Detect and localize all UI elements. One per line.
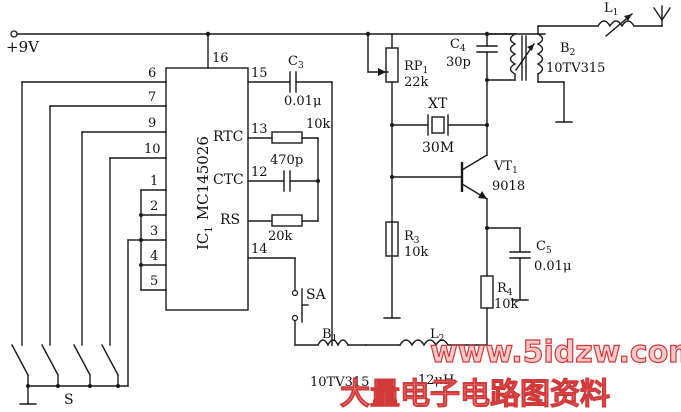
r3-label: R3 (404, 229, 420, 246)
sa-label: SA (306, 287, 327, 303)
pin-9: 9 (148, 116, 156, 131)
b1-label: B1 (322, 327, 337, 344)
l2-label: L2 (430, 327, 444, 344)
vt1-label: VT1 (493, 159, 518, 176)
pin-13: 13 (251, 122, 268, 137)
supply-rail: +9V (6, 30, 546, 56)
pin-3: 3 (150, 224, 158, 239)
c3-value: 0.01μ (284, 94, 321, 109)
pin-2: 2 (150, 199, 158, 214)
pin-7: 7 (148, 90, 156, 105)
vt1-value: 9018 (492, 179, 525, 194)
l2-value: 12μH (418, 373, 454, 388)
pin-12: 12 (251, 165, 268, 180)
r4-label: R4 (497, 281, 513, 298)
pin-6: 6 (148, 66, 156, 81)
pin-4: 4 (150, 249, 158, 264)
c5-label: C5 (536, 239, 552, 256)
c4-label: C4 (450, 37, 466, 54)
b2-value: 10TV315 (546, 61, 605, 76)
bias-divider: RP1 22k R3 10k (367, 33, 429, 319)
r-rtc-value: 10k (306, 117, 331, 132)
pin-1: 1 (150, 174, 158, 189)
xt-value: 30M (422, 140, 454, 156)
pin-5: 5 (150, 274, 158, 289)
r4-value: 10k (494, 297, 519, 312)
ic-label: IC1MC145026 (194, 136, 215, 250)
supply-label: +9V (6, 38, 40, 56)
c3-network: 15 C3 0.01μ (247, 54, 333, 346)
pin-name-rtc: RTC (213, 129, 243, 145)
watermark: www.5idzw.com 大量电子电路图资料 (340, 334, 681, 412)
r-rs-value: 20k (268, 229, 293, 244)
transistor-vt1: VT1 9018 (391, 79, 525, 229)
pin-15: 15 (251, 66, 268, 81)
pin-name-rs: RS (220, 212, 240, 228)
c-ctc-value: 470p (270, 153, 303, 168)
b2-label: B2 (560, 41, 575, 58)
c5-value: 0.01μ (534, 259, 571, 274)
ic1: IC1MC145026 16 RTC CTC RS (165, 33, 249, 311)
r3-value: 10k (404, 245, 429, 260)
b1-value: 10TV315 (310, 375, 369, 390)
timing-network: 13 10k 12 470p 20k (247, 117, 331, 244)
c4-value: 30p (446, 55, 471, 70)
emitter-network: C5 0.01μ R4 10k L2 12μH (365, 226, 571, 388)
watermark-cn: 大量电子电路图资料 (340, 377, 610, 412)
pin-10: 10 (144, 142, 161, 157)
l1-label: L1 (604, 1, 618, 18)
address-pins: 6 7 9 10 1 2 3 4 5 (11, 66, 167, 408)
pin-14: 14 (251, 242, 268, 257)
crystal-xt: XT 30M (391, 96, 489, 156)
c3-label: C3 (288, 54, 304, 71)
pin-name-ctc: CTC (213, 172, 244, 188)
rp1-label: RP1 (404, 59, 428, 76)
watermark-site: www.5idzw.com (430, 335, 681, 370)
pin-16: 16 (212, 51, 229, 66)
sa-network: 14 SA (247, 242, 327, 346)
antenna-stage: L1 (537, 1, 671, 123)
switch-s-label: S (64, 392, 74, 408)
tank-c4-b2: C4 30p B2 10TV315 (446, 33, 605, 83)
xt-label: XT (428, 96, 448, 112)
b1-coil: B1 10TV315 (294, 327, 369, 390)
rp1-value: 22k (404, 75, 429, 90)
